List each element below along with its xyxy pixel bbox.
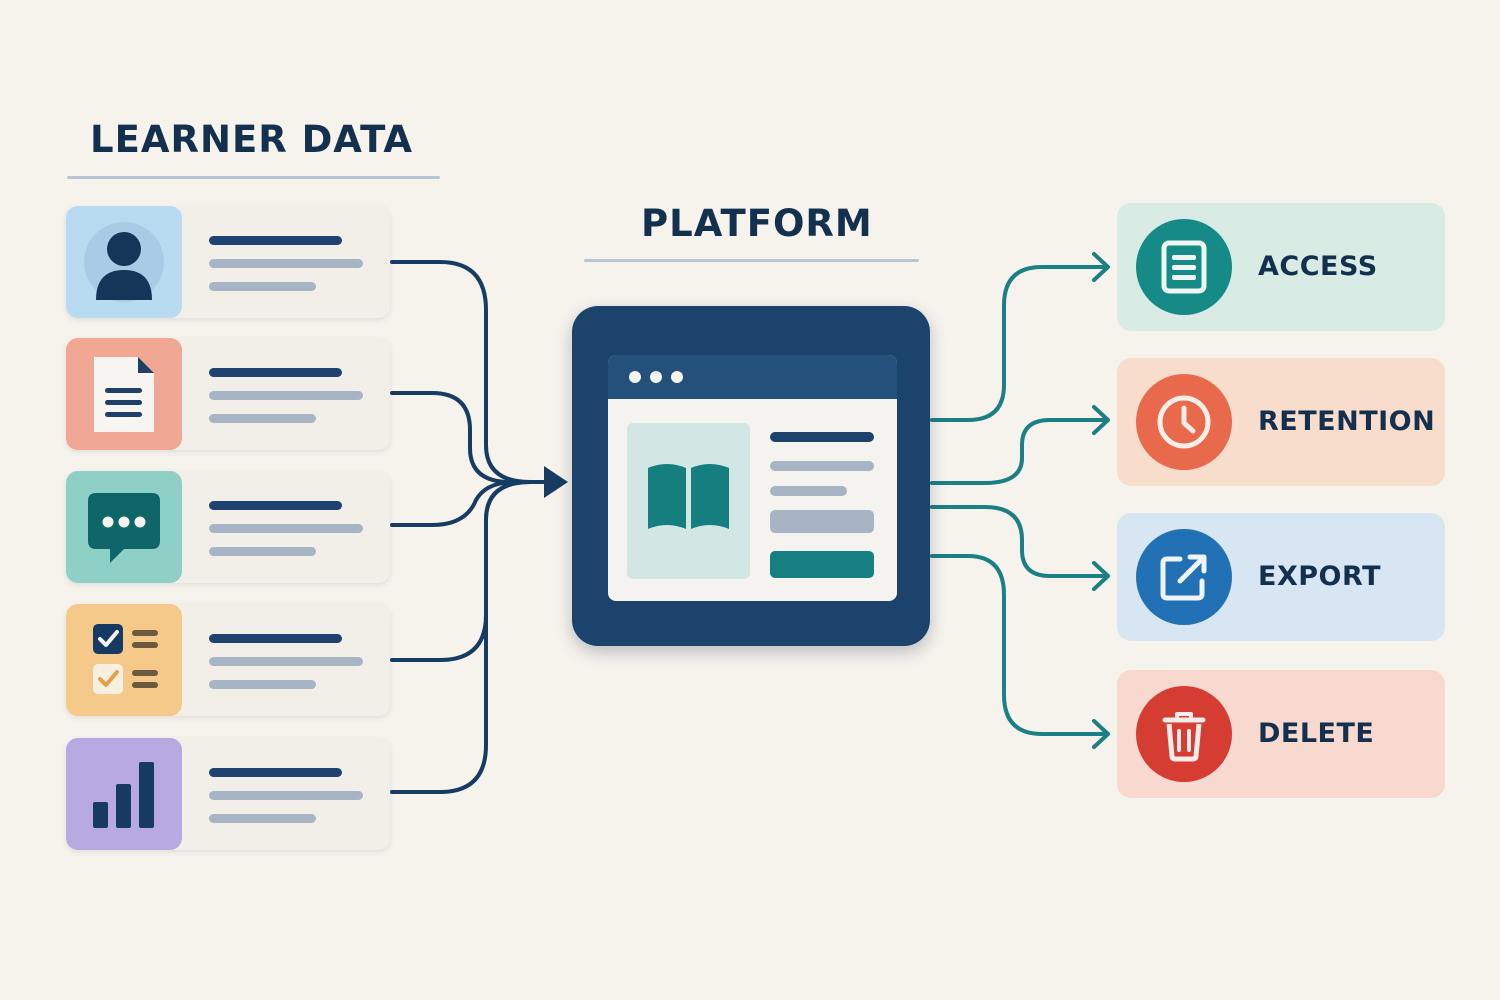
card-line [209, 368, 342, 377]
clock-icon [1157, 395, 1211, 449]
action-access[interactable]: ACCESS [1117, 203, 1445, 331]
card-line [209, 547, 316, 556]
window-line [770, 486, 847, 496]
analytics-icon-tile [66, 738, 182, 850]
platform-frame [572, 306, 930, 646]
retention-label: RETENTION [1258, 406, 1436, 437]
connector-learner-5 [390, 480, 550, 794]
delete-icon-circle [1136, 686, 1232, 782]
window-dot [671, 371, 683, 383]
profile-icon-tile [66, 206, 182, 318]
chat-icon [88, 493, 160, 563]
connector-export [930, 505, 1108, 578]
book-panel [627, 423, 750, 579]
export-icon [1160, 554, 1207, 601]
window-button [770, 551, 874, 578]
connector-access [930, 265, 1108, 422]
platform-divider [584, 259, 919, 262]
arrowhead-retention [1092, 405, 1110, 435]
action-retention[interactable]: RETENTION [1117, 358, 1445, 486]
learner-card-checklist [66, 604, 390, 716]
book-icon [648, 464, 729, 529]
card-line [209, 524, 363, 533]
card-line [209, 391, 363, 400]
bar-chart-icon [93, 762, 154, 828]
connector-learner-3 [390, 480, 550, 527]
learner-card-analytics [66, 738, 390, 850]
user-icon [84, 222, 164, 302]
learner-card-chat [66, 471, 390, 583]
learner-data-title: LEARNER DATA [90, 118, 414, 161]
window-dot [629, 371, 641, 383]
delete-label: DELETE [1258, 718, 1375, 749]
connector-learner-2 [390, 391, 550, 484]
card-line [209, 259, 363, 268]
window-field [770, 510, 874, 533]
arrowhead-delete [1092, 719, 1110, 749]
window-line [770, 461, 874, 471]
arrowhead-access [1092, 252, 1110, 282]
card-line [209, 768, 342, 777]
card-line [209, 791, 363, 800]
learner-data-divider [67, 176, 440, 179]
chat-icon-tile [66, 471, 182, 583]
window-line [770, 432, 874, 442]
learner-card-profile [66, 206, 390, 318]
connector-retention [930, 418, 1108, 485]
card-line [209, 634, 342, 643]
platform-input-arrow [544, 466, 568, 498]
card-line [209, 680, 316, 689]
card-line [209, 282, 316, 291]
arrowhead-export [1092, 561, 1110, 591]
retention-icon-circle [1136, 374, 1232, 470]
window-title-bar [608, 355, 897, 399]
checklist-icon [93, 624, 158, 694]
action-export[interactable]: EXPORT [1117, 513, 1445, 641]
connector-delete [930, 554, 1108, 736]
window-dot [650, 371, 662, 383]
platform-title: PLATFORM [641, 202, 873, 245]
document-icon [94, 357, 154, 432]
document-lines-icon [1161, 240, 1207, 294]
export-label: EXPORT [1258, 561, 1381, 592]
trash-icon [1162, 712, 1206, 762]
card-line [209, 657, 363, 666]
action-delete[interactable]: DELETE [1117, 670, 1445, 798]
card-line [209, 236, 342, 245]
export-icon-circle [1136, 529, 1232, 625]
learner-card-document [66, 338, 390, 450]
access-label: ACCESS [1258, 251, 1378, 282]
access-icon-circle [1136, 219, 1232, 315]
card-line [209, 501, 342, 510]
card-line [209, 814, 316, 823]
checklist-icon-tile [66, 604, 182, 716]
document-icon-tile [66, 338, 182, 450]
platform-window [608, 355, 897, 601]
card-line [209, 414, 316, 423]
connector-learner-1 [390, 260, 550, 484]
